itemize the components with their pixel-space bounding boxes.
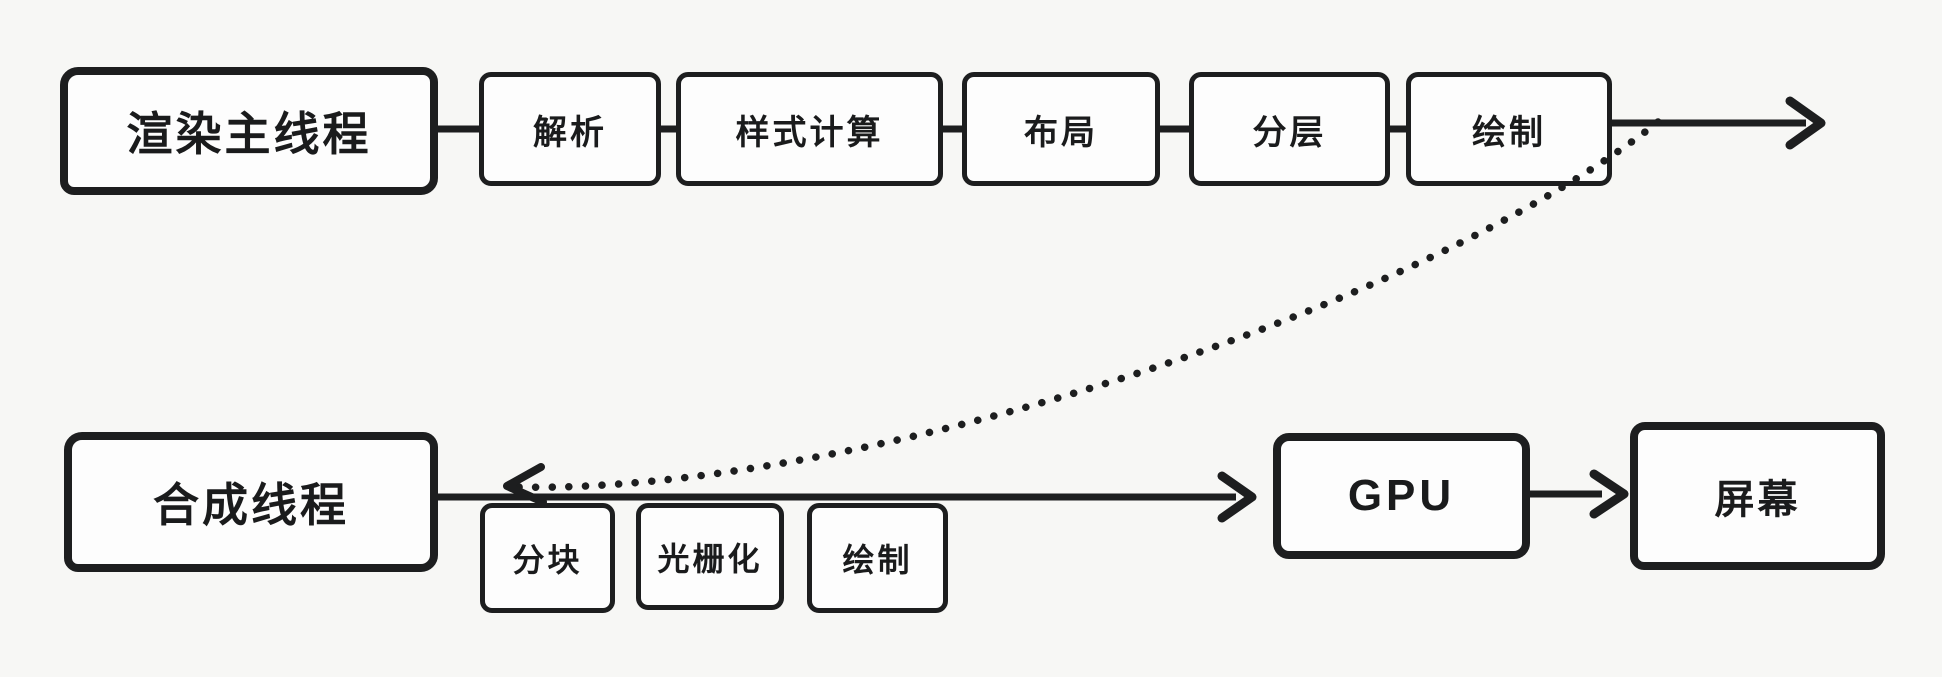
node-draw: 绘制 <box>807 503 948 613</box>
node-render-main-thread: 渲染主线程 <box>60 67 438 195</box>
node-style-calc: 样式计算 <box>676 72 943 186</box>
node-layer: 分层 <box>1189 72 1390 186</box>
node-tiling: 分块 <box>480 503 615 613</box>
arrow-left-icon <box>503 463 547 506</box>
arrow-right-icon <box>1589 469 1629 519</box>
node-compositor-thread: 合成线程 <box>64 432 438 572</box>
arrow-right-icon <box>1217 471 1257 523</box>
node-parse: 解析 <box>479 72 661 186</box>
node-screen: 屏幕 <box>1630 422 1885 570</box>
arrow-right-icon <box>1785 96 1826 150</box>
node-raster: 光栅化 <box>636 503 784 610</box>
node-paint: 绘制 <box>1406 72 1612 186</box>
node-layout: 布局 <box>962 72 1160 186</box>
node-gpu: GPU <box>1273 433 1530 559</box>
